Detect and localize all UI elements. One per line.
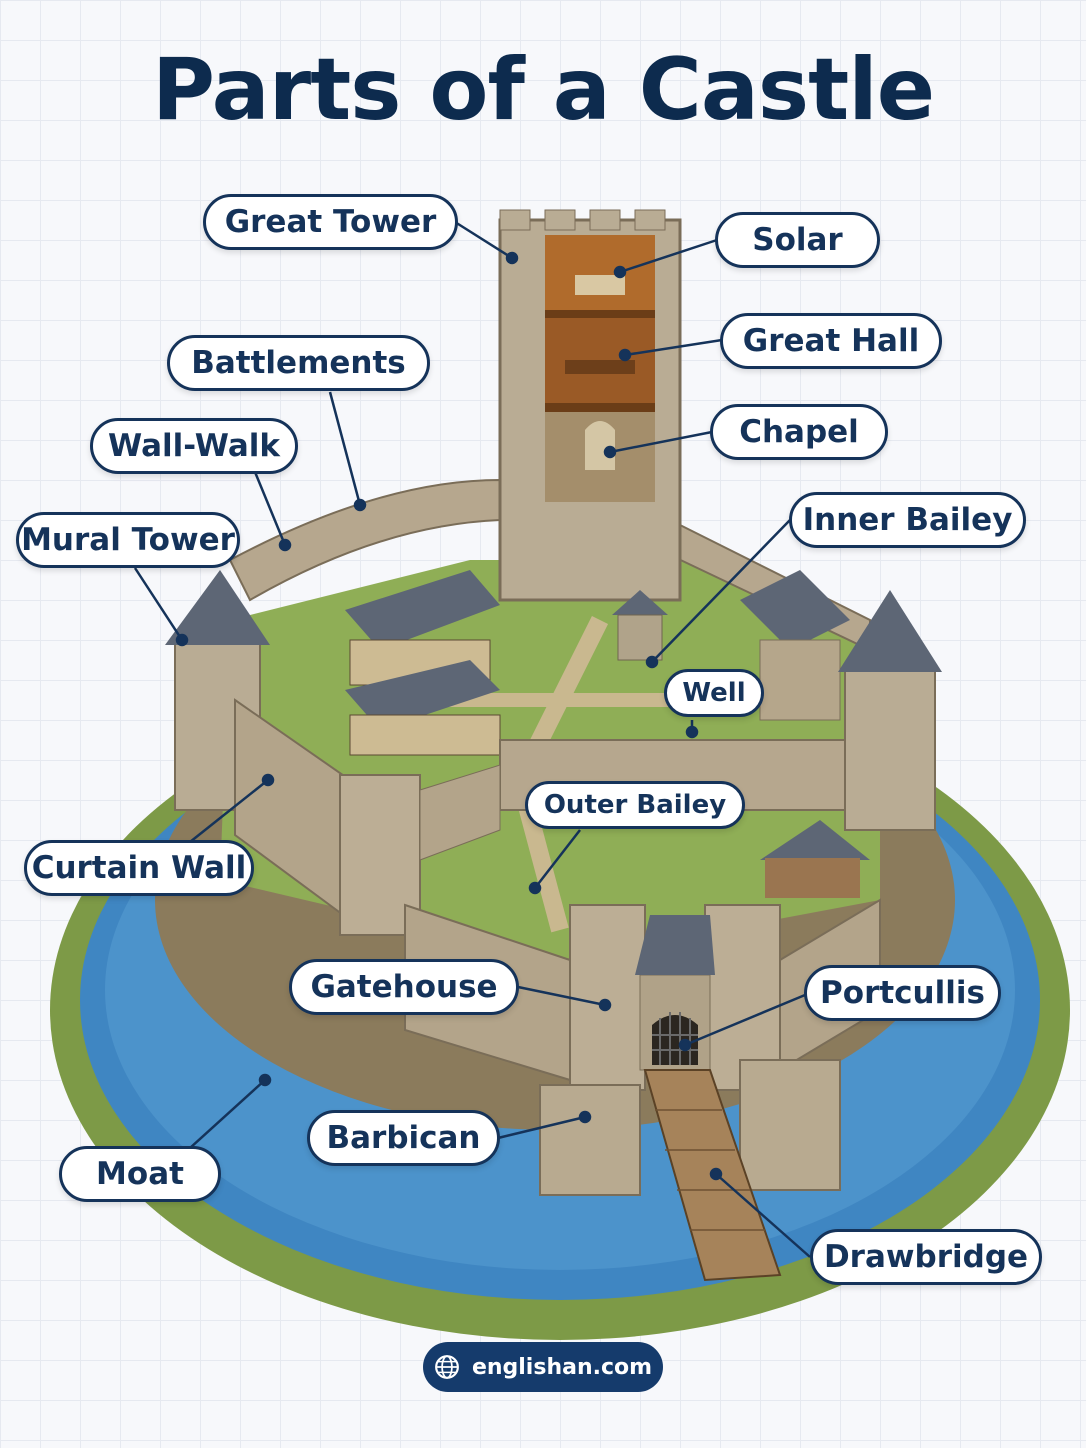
chapel-roof: [740, 570, 850, 650]
label-mural-tower: Mural Tower: [16, 512, 240, 568]
label-curtain-wall: Curtain Wall: [24, 840, 254, 896]
page-title: Parts of a Castle: [151, 40, 935, 140]
label-gatehouse: Gatehouse: [289, 959, 519, 1015]
right-tower: [844, 669, 936, 831]
label-inner-bailey: Inner Bailey: [789, 492, 1026, 548]
label-drawbridge: Drawbridge: [810, 1229, 1042, 1285]
label-solar: Solar: [715, 212, 880, 268]
barbican-right: [739, 1059, 841, 1191]
gatehouse-left-tower: [569, 904, 646, 1091]
hall-roof: [345, 570, 500, 650]
label-great-tower: Great Tower: [203, 194, 458, 250]
site-url[interactable]: englishan.com: [471, 1354, 653, 1380]
label-wall-walk: Wall-Walk: [90, 418, 298, 474]
label-portcullis: Portcullis: [804, 965, 1001, 1021]
label-great-hall: Great Hall: [720, 313, 942, 369]
solar-room: [545, 235, 655, 310]
well: [612, 590, 668, 615]
site-badge[interactable]: englishan.com: [423, 1342, 663, 1392]
label-barbican: Barbican: [307, 1110, 500, 1166]
globe-icon: [435, 1355, 459, 1379]
label-outer-bailey: Outer Bailey: [525, 781, 745, 829]
label-well: Well: [664, 669, 764, 717]
label-battlements: Battlements: [167, 335, 430, 391]
leader-lines: [133, 220, 811, 1258]
portcullis: [652, 1015, 698, 1065]
label-moat: Moat: [59, 1146, 221, 1202]
barbican-left: [539, 1084, 641, 1196]
label-chapel: Chapel: [710, 404, 888, 460]
